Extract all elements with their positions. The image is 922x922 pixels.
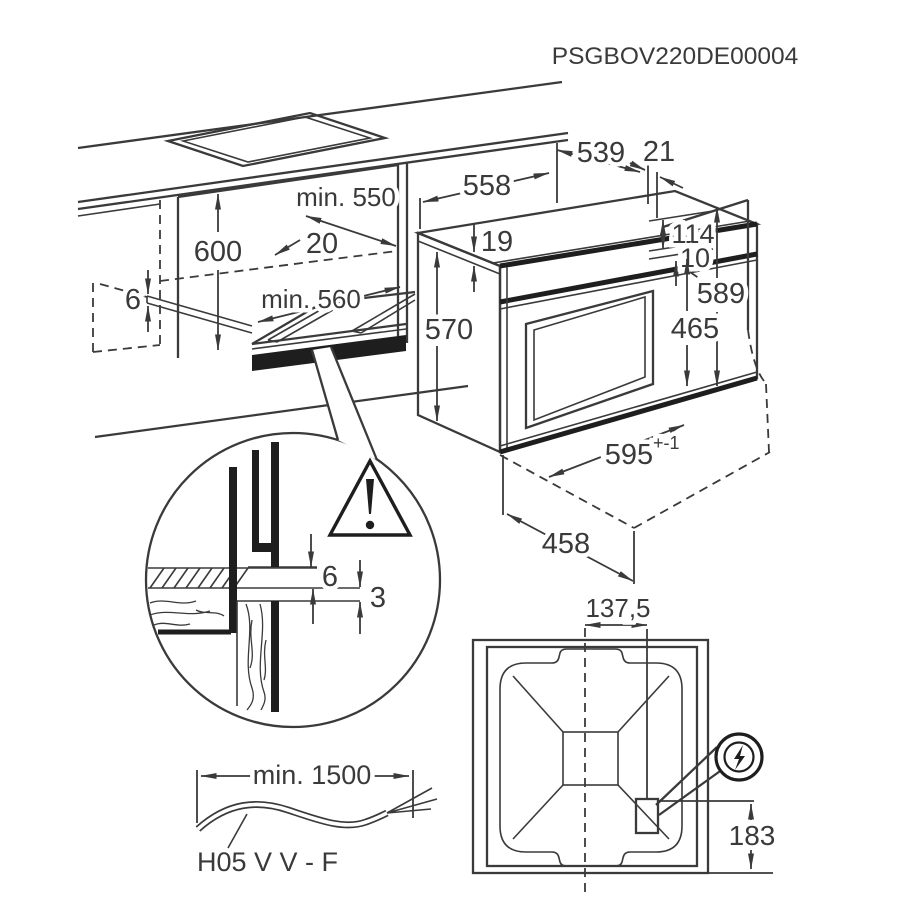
- cable-type-label: H05 V V - F: [197, 847, 338, 877]
- drawing-title: PSGBOV220DE00004: [552, 43, 799, 70]
- dim-top-depth: 558: [419, 166, 550, 229]
- dim-rear-offset-vertical: 183: [658, 800, 780, 874]
- dim-body-depth: 539: [556, 133, 649, 204]
- dim-side-height: 570: [420, 251, 478, 422]
- dim-detail-overlap: 6: [308, 534, 343, 624]
- dim-front-overhang: 21: [629, 132, 684, 218]
- dim-label-rear-offset-vertical: 183: [729, 820, 776, 851]
- dim-footprint: 458: [502, 455, 635, 584]
- dim-label-gap-10: 10: [680, 243, 710, 273]
- dim-vent-gap: 20: [274, 224, 343, 265]
- dim-label-min-width: min. 560: [261, 284, 361, 314]
- dim-label-upper-height: 114: [671, 219, 714, 249]
- dim-label-total-height: 589: [697, 278, 745, 310]
- dim-label-footprint: 458: [542, 528, 590, 560]
- connection-box: [634, 797, 660, 835]
- dim-upper-height: 114: [660, 215, 719, 254]
- lightning-bolt-icon: [734, 745, 745, 770]
- dim-label-top-depth: 558: [463, 170, 511, 202]
- dim-top-panel: 19: [471, 222, 518, 292]
- warning-triangle-icon: [327, 457, 413, 537]
- dim-label-rear-offset-horizontal: 137,5: [585, 593, 650, 623]
- dim-lower-height: 465: [666, 258, 724, 387]
- dim-label-detail-clearance: 3: [370, 582, 386, 614]
- oven-door-window: [524, 289, 655, 430]
- dim-gap-10: 10: [673, 239, 715, 286]
- dim-label-min-depth: min. 550: [296, 182, 396, 212]
- dim-min-depth: min. 550: [292, 178, 400, 247]
- dim-label-detail-overlap: 6: [322, 561, 338, 593]
- electrical-symbol: [655, 732, 764, 816]
- dim-label-front-overhang: 21: [643, 136, 675, 168]
- dim-label-lower-height: 465: [671, 313, 719, 345]
- rear-center-plate: [562, 731, 619, 786]
- dim-label-front-width: 595: [605, 439, 653, 471]
- dim-rear-offset-horizontal: 137,5: [581, 589, 655, 799]
- oven-body: [413, 189, 762, 455]
- hob-cutout: [163, 111, 390, 168]
- rear-view-scene: 137,5 183: [471, 589, 780, 893]
- right-side-panel: [648, 198, 770, 453]
- dim-min-width: min. 560: [257, 280, 401, 323]
- section-worktop-trim: [148, 442, 360, 712]
- dim-label-side-height: 570: [425, 314, 473, 346]
- dim-detail-clearance: 3: [357, 560, 391, 634]
- cabinet-scene: 600 6 min. 550 20 min. 560: [77, 80, 569, 439]
- dim-label-body-depth: 539: [577, 137, 625, 169]
- cable-wire-ends: [386, 787, 438, 814]
- detail-callout: 6 3: [144, 346, 442, 729]
- oven-scene: 558 539 21 19 114 10 589: [413, 132, 771, 584]
- dim-label-board-thickness: 6: [125, 284, 141, 316]
- dim-total-height: 589: [692, 206, 750, 387]
- dim-label-vent-gap: 20: [306, 228, 338, 260]
- dim-board-thickness: 6: [120, 270, 151, 332]
- dim-label-cabinet-height: 600: [194, 236, 242, 268]
- dim-cabinet-height: 600: [189, 193, 247, 351]
- dim-cable-length: min. 1500: [200, 756, 410, 795]
- cable-drawing: [195, 787, 438, 832]
- dim-label-front-width-tolerance: +-1: [653, 433, 680, 453]
- dim-front-width: 595 +-1: [548, 424, 685, 478]
- dim-label-cable-length: min. 1500: [253, 760, 372, 790]
- power-cable-scene: min. 1500 H05 V V - F: [195, 756, 438, 877]
- dim-label-top-panel: 19: [481, 226, 513, 258]
- rear-back-panel: [499, 648, 683, 867]
